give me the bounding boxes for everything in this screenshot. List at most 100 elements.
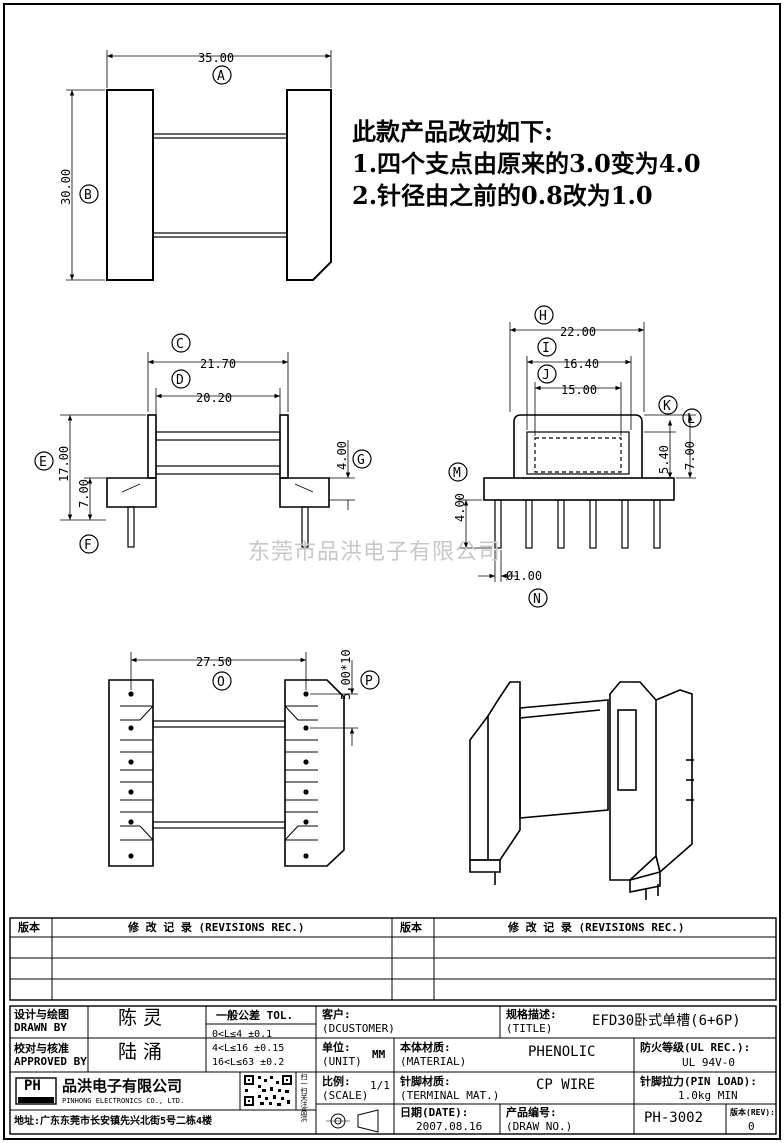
front-view: 21.70 C 20.20 D 17.00 E 7.00 F 4.00 G	[34, 333, 372, 554]
pinload-label: 针脚拉力(PIN LOAD):	[640, 1075, 757, 1088]
dim-N-value: Ø1.00	[506, 569, 542, 583]
terminal-label-en: (TERMINAL MAT.)	[400, 1089, 500, 1102]
balloon-E	[34, 451, 54, 471]
title-block-grid	[9, 1005, 777, 1135]
balloon-K	[658, 395, 678, 415]
drawno-value: PH-3002	[644, 1110, 704, 1126]
svg-text:B: B	[84, 188, 92, 203]
balloon-G	[352, 449, 372, 469]
unit-label-en: (UNIT)	[322, 1055, 362, 1068]
balloon-B	[79, 184, 99, 204]
material-value: PHENOLIC	[528, 1044, 596, 1060]
date-label: 日期(DATE):	[400, 1106, 469, 1119]
tolerance-row-3: 16<L≤63 ±0.2	[212, 1057, 285, 1068]
terminal-value: CP WIRE	[536, 1077, 596, 1093]
dim-G-value: 4.00	[335, 441, 349, 470]
balloon-O	[212, 671, 232, 691]
tolerance-row-2: 4<L≤16 ±0.15	[212, 1043, 285, 1054]
fire-value: UL 94V-0	[682, 1056, 735, 1069]
notes-title: 此款产品改动如下:	[352, 117, 553, 146]
balloon-C	[171, 333, 191, 353]
dim-A-value: 35.00	[198, 51, 234, 65]
svg-text:G: G	[357, 453, 365, 468]
rev-col-version-2: 版本	[400, 921, 422, 934]
balloon-N	[528, 588, 548, 608]
top-view: 35.00 A 30.00 B	[59, 50, 332, 281]
notes-line-1: 1.四个支点由原来的3.0变为4.0	[352, 149, 701, 178]
projection-symbol-icon	[326, 1109, 379, 1133]
svg-text:C: C	[176, 337, 184, 352]
dim-P-value: 5.00*10	[339, 649, 353, 700]
company-logo	[15, 1077, 57, 1105]
unit-value: MM	[372, 1048, 386, 1061]
dim-K-value: 5.40	[657, 445, 671, 474]
design-label: 设计与绘图	[14, 1008, 69, 1021]
svg-text:M: M	[453, 466, 461, 481]
dim-E-value: 17.00	[57, 446, 71, 482]
dim-J-value: 15.00	[561, 383, 597, 397]
spec-label-en: (TITLE)	[506, 1022, 553, 1035]
svg-text:K: K	[663, 399, 671, 414]
svg-text:H: H	[539, 309, 547, 324]
watermark-text: 东莞市品洪电子有限公司	[248, 540, 502, 565]
svg-text:A: A	[217, 69, 225, 84]
svg-text:I: I	[542, 341, 550, 356]
dim-H-value: 22.00	[560, 325, 596, 339]
dim-L-value: 7.00	[683, 441, 697, 470]
balloon-P	[360, 670, 380, 690]
side-pins	[494, 499, 661, 549]
change-notes: 此款产品改动如下: 1.四个支点由原来的3.0变为4.0 2.针径由之前的0.8…	[352, 116, 701, 212]
logo-letters: PH	[24, 1078, 41, 1094]
balloon-J	[537, 364, 557, 384]
dim-F-value: 7.00	[77, 479, 91, 508]
dim-O-value: 27.50	[196, 655, 232, 669]
spec-label: 规格描述:	[506, 1008, 557, 1021]
svg-text:D: D	[176, 373, 184, 388]
fire-label: 防火等级(UL REC.):	[640, 1041, 751, 1054]
dim-D-value: 20.20	[196, 391, 232, 405]
dim-C-value: 21.70	[200, 357, 236, 371]
rev-col-version-1: 版本	[18, 921, 40, 934]
rev-value: 0	[748, 1120, 755, 1133]
balloon-I	[537, 337, 557, 357]
designer-name: 陈 灵	[118, 1007, 163, 1029]
svg-text:P: P	[365, 674, 373, 689]
terminal-label: 针脚材质:	[400, 1075, 451, 1088]
material-label: 本体材质:	[400, 1041, 451, 1054]
balloon-M	[448, 462, 468, 482]
approver-name: 陆 涌	[118, 1041, 163, 1063]
svg-text:E: E	[39, 455, 47, 470]
balloon-A	[212, 65, 232, 85]
rev-label: 版本(REV):	[730, 1108, 775, 1117]
design-label-en: DRAWN BY	[14, 1021, 67, 1034]
customer-label: 客户:	[322, 1008, 351, 1021]
rev-col-record-2: 修 改 记 录 (REVISIONS REC.)	[508, 921, 685, 934]
customer-label-en: (DCUSTOMER)	[322, 1022, 395, 1035]
balloon-D	[171, 369, 191, 389]
company-address: 地址:广东东莞市长安镇先兴北街5号二栋4楼	[14, 1116, 213, 1127]
bottom-pin-holes	[128, 691, 309, 859]
qr-code	[244, 1075, 292, 1106]
bottom-pin-tabs	[120, 705, 318, 841]
svg-text:N: N	[533, 592, 541, 607]
dim-M-value: 4.00	[453, 493, 467, 522]
dim-I-value: 16.40	[563, 357, 599, 371]
rev-col-record-1: 修 改 记 录 (REVISIONS REC.)	[128, 921, 305, 934]
svg-text:O: O	[217, 675, 225, 690]
approve-label: 校对与核准	[14, 1042, 69, 1055]
side-view: 22.00 H 16.40 I 15.00 J 5.40 K 7.00 L 4.	[448, 305, 702, 608]
svg-text:F: F	[84, 538, 92, 553]
tolerance-label: 一般公差 TOL.	[216, 1009, 294, 1022]
notes-line-2: 2.针径由之前的0.8改为1.0	[352, 181, 653, 210]
unit-label: 单位:	[322, 1041, 351, 1054]
material-label-en: (MATERIAL)	[400, 1055, 467, 1068]
svg-text:J: J	[542, 368, 550, 383]
balloon-H	[534, 305, 554, 325]
dim-B-value: 30.00	[59, 169, 73, 205]
company-name-cn: 品洪电子有限公司	[62, 1077, 183, 1095]
revision-table	[9, 917, 777, 1001]
spec-value: EFD30卧式单槽(6+6P)	[592, 1013, 741, 1029]
balloon-F	[79, 534, 99, 554]
bottom-view: 27.50 O 5.00*10 P	[108, 649, 380, 867]
